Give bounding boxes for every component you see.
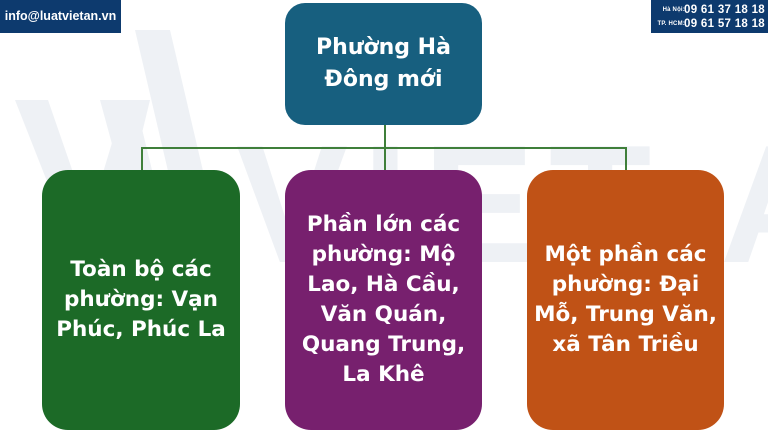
- phone-number: 09 61 57 18 18: [684, 18, 765, 30]
- child-node-majority: Phần lớn các phường: Mộ Lao, Hà Cầu, Văn…: [285, 170, 482, 430]
- contact-phones: Hà Nội: 09 61 37 18 18 TP. HCM: 09 61 57…: [651, 0, 768, 33]
- contact-email[interactable]: info@luatvietan.vn: [0, 0, 121, 33]
- child-node-label: Phần lớn các phường: Mộ Lao, Hà Cầu, Văn…: [301, 212, 466, 387]
- phone-label: TP. HCM:: [657, 21, 685, 27]
- child-node-partial: Một phần các phường: Đại Mỗ, Trung Văn, …: [527, 170, 724, 430]
- child-node-label: Một phần các phường: Đại Mỗ, Trung Văn, …: [534, 242, 717, 357]
- connector-mid-drop: [384, 147, 386, 170]
- root-node-label: Phường Hà Đông mới: [316, 35, 451, 92]
- phone-label: Hà Nội:: [662, 7, 685, 13]
- child-node-full: Toàn bộ các phường: Vạn Phúc, Phúc La: [42, 170, 240, 430]
- phone-hanoi[interactable]: Hà Nội: 09 61 37 18 18: [655, 3, 765, 17]
- connector-root-down: [384, 125, 386, 149]
- child-node-label: Toàn bộ các phường: Vạn Phúc, Phúc La: [56, 257, 226, 342]
- phone-number: 09 61 37 18 18: [684, 4, 765, 16]
- connector-left-drop: [141, 147, 143, 170]
- connector-right-drop: [625, 147, 627, 170]
- root-node: Phường Hà Đông mới: [285, 3, 482, 125]
- phone-hcm[interactable]: TP. HCM: 09 61 57 18 18: [655, 17, 765, 31]
